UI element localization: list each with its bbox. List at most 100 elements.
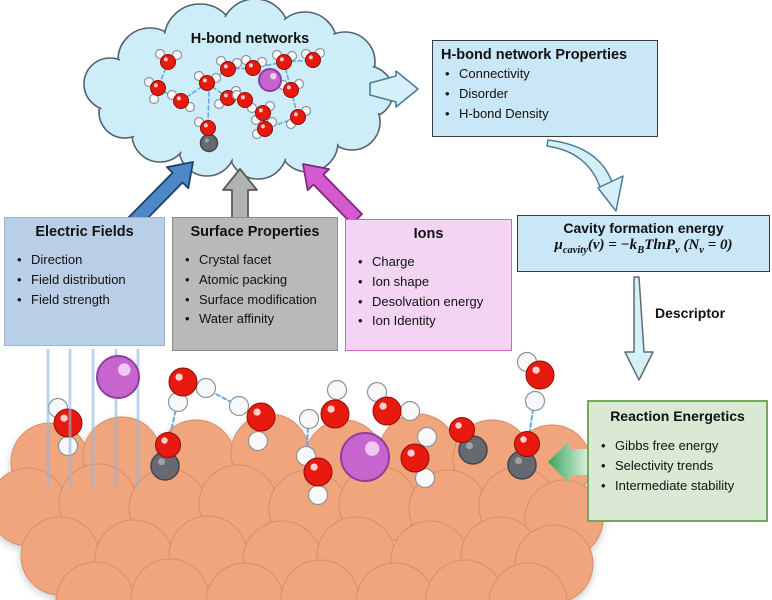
cloud-bump-fill bbox=[223, 1, 287, 65]
hydrogen-atom bbox=[326, 379, 348, 401]
cloud-bump-fill bbox=[166, 6, 234, 74]
specular-highlight bbox=[175, 373, 183, 381]
specular-highlight bbox=[153, 83, 158, 88]
oxygen-atom bbox=[200, 120, 216, 136]
oxygen-atom bbox=[220, 61, 236, 77]
specular-highlight bbox=[176, 96, 181, 101]
arrow-ions-to-cloud-icon bbox=[302, 163, 363, 225]
ions-list: ChargeIon shapeDesolvation energyIon Ide… bbox=[352, 252, 505, 331]
hydrogen-bond bbox=[252, 61, 285, 69]
cavity-equation: μcavity(v) = −kBTlnPv (Nv = 0) bbox=[554, 237, 733, 256]
specular-highlight bbox=[253, 408, 261, 416]
metal-atom bbox=[55, 561, 135, 600]
ion-sphere bbox=[340, 432, 390, 482]
specular-highlight bbox=[118, 363, 131, 376]
specular-highlight bbox=[286, 85, 291, 90]
hydrogen-atom bbox=[57, 435, 79, 457]
hydrogen-bond bbox=[169, 403, 178, 437]
oxygen-atom bbox=[255, 105, 271, 121]
specular-highlight bbox=[258, 108, 263, 113]
hydrogen-atom bbox=[195, 377, 217, 399]
bullet-item: Surface modification bbox=[183, 290, 329, 310]
hydrogen-atom bbox=[524, 390, 546, 412]
oxygen-atom bbox=[246, 402, 276, 432]
bullet-item: Water affinity bbox=[183, 309, 329, 329]
cloud-bump-fill bbox=[326, 96, 378, 148]
arrow-properties-to-cavity-head-icon bbox=[597, 175, 624, 212]
specular-highlight bbox=[310, 463, 318, 471]
hydrogen-atom bbox=[247, 430, 269, 452]
hydrogen-atom bbox=[307, 484, 329, 506]
hbond-properties-list: ConnectivityDisorderH-bond Density bbox=[439, 64, 651, 123]
cavity-title: Cavity formation energy bbox=[563, 220, 724, 236]
surface-properties-box: Surface Properties Crystal facetAtomic p… bbox=[172, 217, 338, 351]
oxygen-atom bbox=[160, 54, 176, 70]
bullet-item: Selectivity trends bbox=[599, 456, 758, 476]
specular-highlight bbox=[204, 138, 209, 143]
hydrogen-atom bbox=[416, 426, 438, 448]
electric-fields-box: Electric Fields DirectionField distribut… bbox=[4, 217, 165, 346]
hydrogen-atom bbox=[154, 48, 166, 60]
oxygen-atom bbox=[237, 92, 253, 108]
hydrogen-atom bbox=[171, 49, 183, 61]
specular-highlight bbox=[223, 64, 228, 69]
oxygen-atom bbox=[199, 75, 215, 91]
surface-molecules bbox=[47, 351, 555, 506]
bullet-item: Disorder bbox=[443, 84, 649, 104]
electric-fields-list: DirectionField distributionField strengt… bbox=[11, 250, 158, 309]
cloud-title: H-bond networks bbox=[190, 31, 310, 47]
specular-highlight bbox=[532, 366, 540, 374]
specular-highlight bbox=[240, 95, 245, 100]
specular-highlight bbox=[308, 55, 313, 60]
metal-atom bbox=[205, 562, 285, 600]
hydrogen-atom bbox=[298, 408, 320, 430]
oxygen-atom bbox=[53, 408, 83, 438]
metal-atom bbox=[355, 562, 435, 600]
cloud-bump-fill bbox=[86, 60, 134, 108]
electric-fields-title: Electric Fields bbox=[35, 224, 134, 240]
specular-highlight bbox=[520, 436, 527, 443]
oxygen-atom bbox=[514, 431, 540, 457]
oxygen-atom bbox=[257, 121, 273, 137]
surface-properties-title: Surface Properties bbox=[190, 224, 320, 240]
oxygen-atom bbox=[290, 109, 306, 125]
specular-highlight bbox=[202, 78, 207, 83]
specular-highlight bbox=[248, 63, 253, 68]
oxygen-atom bbox=[276, 54, 292, 70]
hbond-properties-title: H-bond network Properties bbox=[441, 47, 628, 63]
specular-highlight bbox=[466, 442, 473, 450]
bullet-item: Direction bbox=[15, 250, 156, 270]
specular-highlight bbox=[270, 72, 277, 80]
arrow-surface-to-cloud-icon bbox=[222, 168, 258, 221]
bullet-item: Ion Identity bbox=[356, 311, 503, 331]
oxygen-atom bbox=[150, 80, 166, 96]
hydrogen-atom bbox=[228, 395, 250, 417]
hydrogen-bond bbox=[180, 82, 208, 102]
bullet-item: Desolvation energy bbox=[356, 292, 503, 312]
oxygen-atom bbox=[305, 52, 321, 68]
specular-highlight bbox=[163, 57, 168, 62]
arrow-cloud-to-properties-icon bbox=[369, 70, 419, 108]
oxygen-atom bbox=[173, 93, 189, 109]
ions-title: Ions bbox=[413, 226, 444, 242]
metal-atom bbox=[488, 562, 568, 600]
specular-highlight bbox=[455, 422, 462, 429]
specular-highlight bbox=[260, 124, 265, 129]
specular-highlight bbox=[365, 441, 380, 456]
oxygen-atom bbox=[245, 60, 261, 76]
specular-highlight bbox=[293, 112, 298, 117]
oxygen-atom bbox=[449, 417, 475, 443]
specular-highlight bbox=[203, 123, 208, 128]
specular-highlight bbox=[279, 57, 284, 62]
bullet-item: Intermediate stability bbox=[599, 476, 758, 496]
hbond-properties-box: H-bond network Properties ConnectivityDi… bbox=[432, 40, 658, 137]
oxygen-atom bbox=[400, 443, 430, 473]
arrow-properties-to-cavity-icon bbox=[546, 139, 613, 188]
descriptor-label: Descriptor bbox=[655, 305, 726, 321]
ion-sphere bbox=[96, 355, 140, 399]
specular-highlight bbox=[379, 402, 387, 410]
oxygen-atom bbox=[168, 367, 198, 397]
bullet-item: H-bond Density bbox=[443, 104, 649, 124]
